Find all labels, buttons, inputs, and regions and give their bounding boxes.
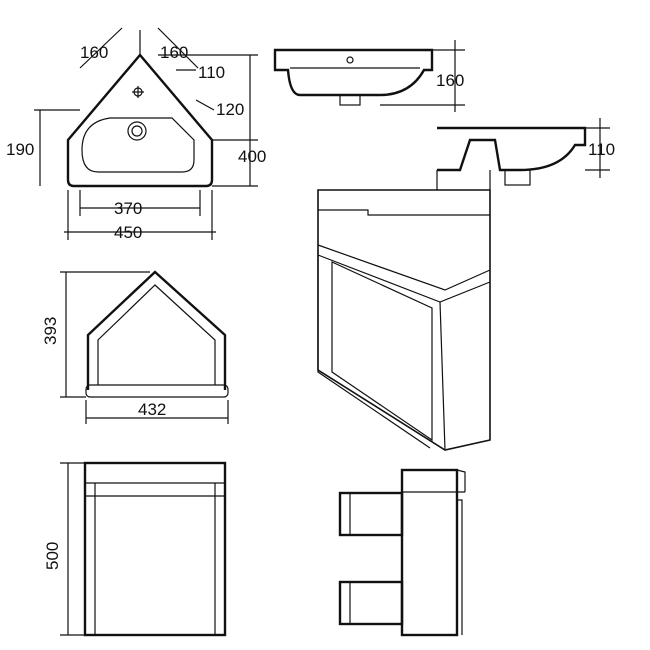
- dim-cabinet-width: 432: [138, 400, 166, 419]
- basin-side-view: 110: [436, 118, 615, 190]
- dim-overall-depth: 400: [238, 147, 266, 166]
- dim-corner-right: 160: [160, 43, 188, 62]
- dim-cabinet-height: 500: [43, 542, 62, 570]
- dim-corner-left: 160: [80, 43, 108, 62]
- cabinet-front-view: 500: [43, 461, 227, 637]
- dim-basin-height: 160: [436, 71, 464, 90]
- cabinet-perspective-view: [317, 189, 491, 451]
- cabinet-top-view: 393 432: [41, 270, 229, 424]
- dim-cabinet-depth: 393: [41, 317, 60, 345]
- dim-basin-side-height: 110: [588, 140, 615, 159]
- dim-tap-offset: 110: [198, 63, 225, 82]
- dim-bowl-width: 370: [114, 199, 142, 218]
- cabinet-side-view: [338, 468, 466, 637]
- dim-overall-width: 450: [114, 223, 142, 242]
- basin-front-view: 160: [273, 40, 465, 112]
- basin-top-view: 160 160 110 120 190 400 370 450: [6, 27, 266, 242]
- dim-waste-offset: 120: [216, 100, 244, 119]
- dim-bowl-depth: 190: [6, 140, 34, 159]
